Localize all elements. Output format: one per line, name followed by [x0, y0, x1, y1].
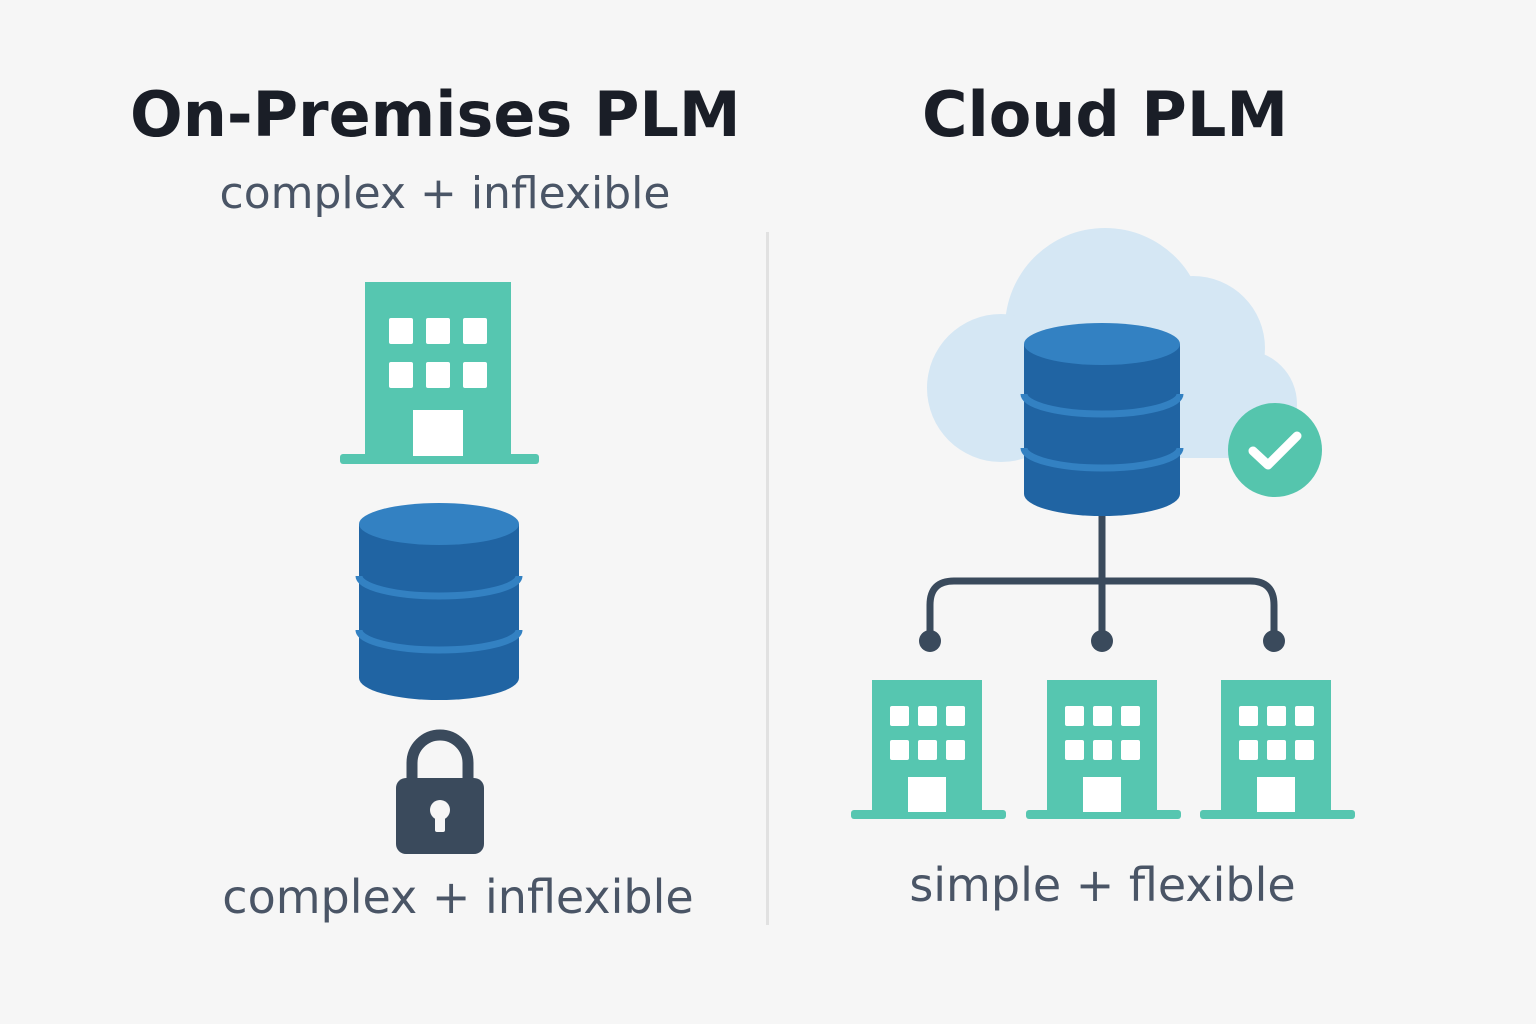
panel-divider	[766, 232, 769, 925]
on-premises-subtitle: complex + inflexible	[219, 168, 671, 219]
network-connector-icon	[919, 501, 1285, 652]
building-icon	[1200, 680, 1355, 819]
database-icon	[355, 503, 523, 700]
on-premises-title: On-Premises PLM	[130, 78, 741, 151]
cloud-database-icon	[1020, 323, 1184, 516]
cloud-caption: simple + flexible	[909, 858, 1296, 912]
building-icon	[1026, 680, 1181, 819]
on-premises-caption: complex + inflexible	[222, 870, 694, 924]
lock-icon	[396, 729, 484, 854]
cloud-title: Cloud PLM	[921, 78, 1289, 151]
building-icon	[340, 282, 539, 464]
building-icon	[851, 680, 1006, 819]
check-circle-icon	[1228, 403, 1322, 497]
